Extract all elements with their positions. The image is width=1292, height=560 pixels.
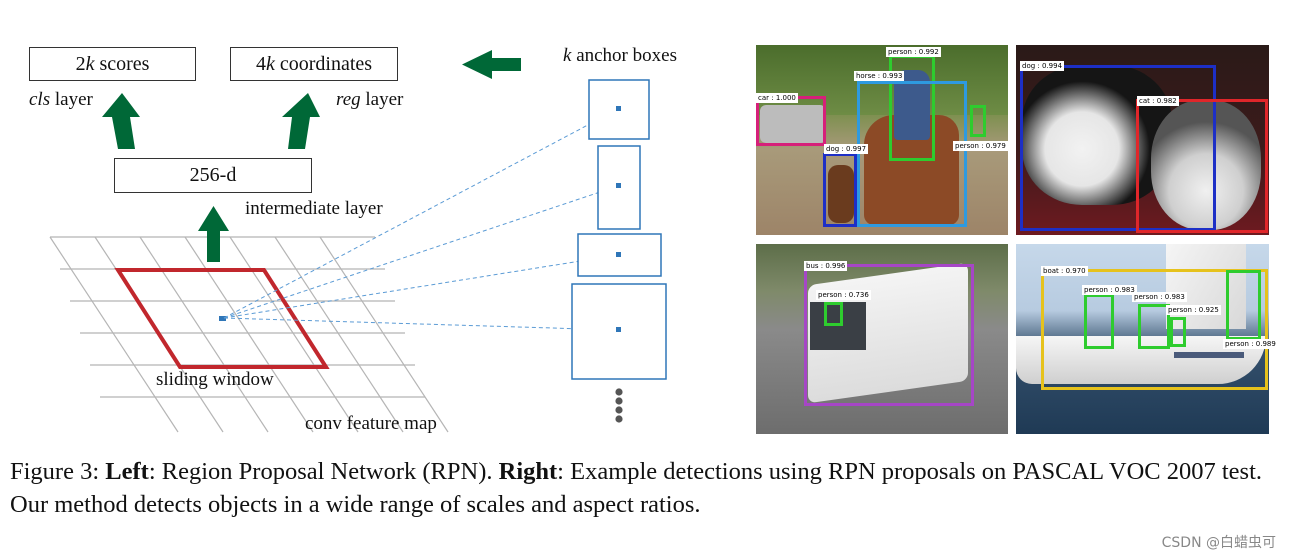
conv-feature-map-label: conv feature map (305, 413, 437, 434)
256d-box: 256-d (114, 158, 312, 193)
detection-photo-dog-cat: dog : 0.994 cat : 0.982 (1016, 45, 1269, 235)
cls-layer-label: cls layer (29, 89, 93, 111)
reg-layer-label: reg layer (336, 89, 403, 111)
figure-caption: Figure 3: Left: Region Proposal Network … (10, 455, 1290, 521)
caption-right-bold: Right (498, 458, 558, 485)
rpn-diagram (49, 50, 667, 433)
reg-italic: reg (336, 89, 361, 110)
bus-windshield (810, 302, 866, 350)
det-box-boat (1041, 269, 1268, 390)
det-label: dog : 0.997 (824, 144, 869, 154)
caption-left-text: : Region Proposal Network (RPN). (148, 458, 499, 485)
detection-photo-horse: person : 0.992 horse : 0.993 car : 1.000… (756, 45, 1008, 235)
det-label: person : 0.925 (1166, 305, 1221, 315)
intermediate-layer-label: intermediate layer (245, 198, 383, 219)
det-box-person (824, 302, 843, 326)
window-center-point (219, 316, 226, 321)
det-box-bus (804, 264, 974, 406)
det-label: car : 1.000 (756, 93, 798, 103)
anchor-rest: anchor boxes (571, 45, 677, 66)
256d-text: 256-d (189, 164, 237, 186)
sliding-window-label: sliding window (156, 369, 274, 390)
anchor-box-2 (597, 145, 641, 230)
det-box-person-2 (1138, 304, 1170, 349)
coords-text: coordinates (274, 52, 373, 75)
coords-number: 4 (255, 52, 266, 75)
det-box-dog (823, 153, 857, 227)
ellipsis-dots (615, 388, 623, 423)
anchor-projection-lines (223, 108, 619, 331)
anchor-boxes-label: k anchor boxes (563, 45, 677, 67)
det-label: person : 0.983 (1082, 285, 1137, 295)
scores-number: 2 (75, 52, 86, 75)
detection-photo-bus: bus : 0.996 person : 0.736 (756, 244, 1008, 434)
hull-text (1174, 352, 1244, 358)
det-label: dog : 0.994 (1020, 61, 1065, 71)
watermark: CSDN @白蜡虫可 (1161, 535, 1276, 551)
sliding-window-box (114, 268, 330, 369)
det-label: person : 0.983 (1132, 292, 1187, 302)
coords-k: k (265, 52, 275, 75)
caption-right-text: : Example detections using RPN proposals… (10, 458, 1263, 518)
reg-rest: layer (360, 89, 404, 110)
det-box-dog (1020, 65, 1216, 231)
arrow-up-cls-shaft (102, 93, 140, 149)
det-box-car (756, 96, 826, 146)
det-box-horse (857, 81, 967, 227)
det-box-person-3 (1170, 317, 1186, 347)
scores-k: k (85, 52, 95, 75)
det-label: horse : 0.993 (854, 71, 905, 81)
det-label: cat : 0.982 (1137, 96, 1179, 106)
arrow-left-anchors (462, 50, 521, 79)
car-shape (760, 105, 826, 143)
det-label: boat : 0.970 (1041, 266, 1088, 276)
det-label: person : 0.979 (953, 141, 1008, 151)
det-label: person : 0.992 (886, 47, 941, 57)
arrow-up-reg (282, 93, 320, 149)
det-box-person-4 (1226, 270, 1261, 340)
det-label: bus : 0.996 (804, 261, 848, 271)
cat-body (1151, 100, 1261, 230)
dog-shape (828, 165, 854, 223)
green-arrows (102, 50, 521, 262)
anchor-boxes (571, 79, 667, 380)
caption-figure-number: Figure 3: (10, 458, 106, 485)
anchor-centers (616, 106, 621, 332)
det-box-cat (1136, 99, 1268, 233)
cls-rest: layer (50, 89, 93, 110)
det-label: person : 0.989 (1223, 339, 1278, 349)
feature-map-grid (49, 236, 449, 433)
detection-photo-boat: boat : 0.970 person : 0.983 person : 0.9… (1016, 244, 1278, 434)
anchor-k: k (563, 45, 572, 66)
arrow-up-intermediate (198, 206, 229, 262)
det-box-person-small (970, 105, 986, 137)
scores-text: scores (94, 52, 150, 75)
caption-left-bold: Left (105, 458, 149, 485)
det-box-person-1 (1084, 294, 1114, 349)
dog-body (1022, 65, 1172, 205)
det-label: person : 0.736 (816, 290, 871, 300)
cls-italic: cls (29, 89, 51, 110)
